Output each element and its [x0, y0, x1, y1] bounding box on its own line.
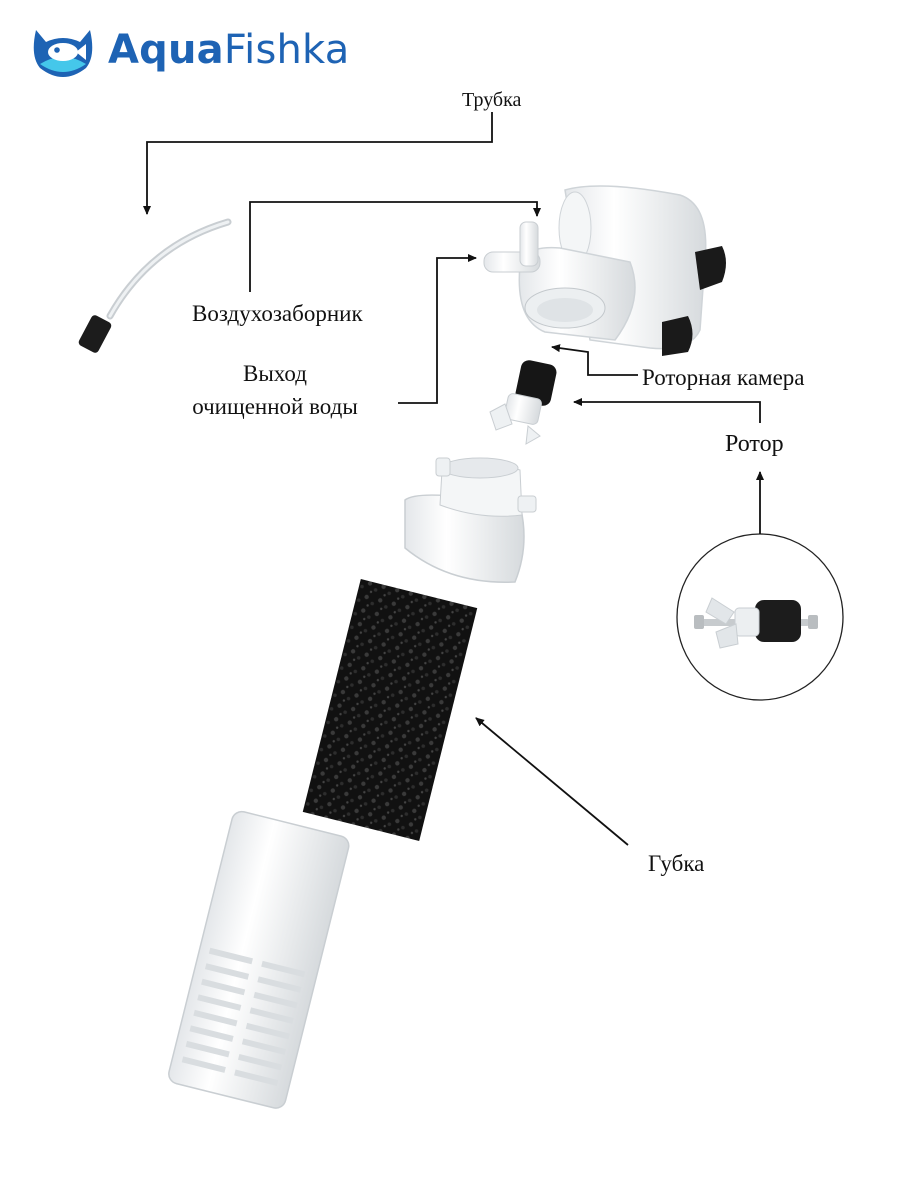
- aquafishka-logo: [33, 30, 93, 77]
- label-outlet: Выход очищенной воды: [160, 357, 390, 423]
- filter-basket: [168, 810, 350, 1109]
- brand-name-part1: Aqua: [108, 27, 224, 73]
- leader-outlet: [398, 254, 477, 404]
- suction-cup-top: [695, 246, 726, 290]
- leader-rotor-chamber: [551, 344, 638, 376]
- filter-sponge: [302, 579, 478, 841]
- brand-name: AquaFishka: [108, 26, 349, 74]
- label-sponge: Губка: [648, 851, 705, 876]
- pump-head: [483, 185, 726, 356]
- air-intake-nozzle: [519, 221, 539, 267]
- leader-air-intake: [249, 201, 541, 292]
- label-tube: Трубка: [462, 89, 522, 111]
- fish-in-cat-head-icon: [33, 30, 93, 77]
- label-air-intake: Воздухозаборник: [192, 301, 363, 326]
- leader-rotor: [573, 398, 761, 423]
- label-outlet-line2: очищенной воды: [192, 394, 358, 419]
- leader-tube: [143, 112, 493, 215]
- rotor-cover: [404, 457, 537, 583]
- tube-connector: [78, 315, 112, 353]
- label-outlet-line1: Выход: [243, 361, 307, 386]
- label-rotor-chamber: Роторная камера: [642, 365, 805, 390]
- brand-name-part2: Fishka: [223, 27, 350, 73]
- leader-lines: [143, 112, 764, 846]
- label-rotor: Ротор: [725, 431, 784, 457]
- suction-cup-bottom: [662, 316, 693, 356]
- rotor-detail-callout: [676, 533, 844, 701]
- air-tube: [78, 218, 232, 353]
- leader-sponge: [475, 717, 629, 846]
- rotor: [489, 360, 557, 445]
